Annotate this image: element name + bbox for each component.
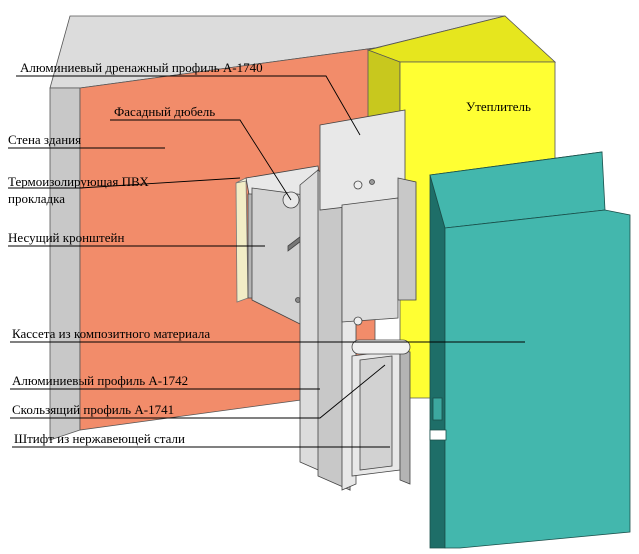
leader-sliding-profile: [10, 364, 386, 419]
composite-cassette: [429, 151, 631, 549]
drain-profile-rivet-icon: [369, 179, 375, 185]
label-pin: Штифт из нержавеющей стали: [14, 431, 185, 446]
cassette-side: [429, 174, 446, 549]
sliding-profile-a1741: [351, 339, 411, 485]
label-cassette: Кассета из композитного материала: [12, 326, 211, 341]
steel-pin: [351, 339, 411, 355]
label-facade-dowel: Фасадный дюбель: [114, 104, 216, 119]
drain-profile-lip: [397, 177, 417, 301]
label-pvc-pad-line2: прокладка: [8, 191, 66, 206]
label-drain-profile: Алюминиевый дренажный профиль А-1740: [20, 60, 263, 75]
drain-profile-a1740: [319, 109, 417, 326]
drain-profile-rivet-icon: [353, 180, 363, 190]
drain-profile-rivet-icon: [353, 316, 363, 326]
label-pvc-pad-line1: Термоизолирующая ПВХ: [8, 174, 149, 189]
cassette-hook: [432, 397, 443, 421]
leader-drain-profile: [16, 75, 361, 136]
leader-facade-dowel: [110, 119, 292, 201]
pvc-pad-face: [235, 177, 249, 303]
label-profile-1742: Алюминиевый профиль А-1742: [12, 373, 189, 388]
cassette-notch: [429, 429, 447, 441]
sliding-profile-edge: [399, 349, 411, 485]
label-wall: Стена здания: [8, 132, 82, 147]
drain-profile-face: [341, 197, 399, 323]
sliding-profile-inner: [359, 355, 393, 471]
cassette-front: [444, 209, 631, 549]
leader-pvc-pad: [8, 177, 241, 189]
label-bracket: Несущий кронштейн: [8, 230, 125, 245]
drain-profile-flange: [319, 109, 406, 211]
leader-lines: [8, 75, 525, 448]
label-sliding-profile: Скользящий профиль А-1741: [12, 402, 175, 417]
label-insulation: Утеплитель: [466, 99, 531, 114]
